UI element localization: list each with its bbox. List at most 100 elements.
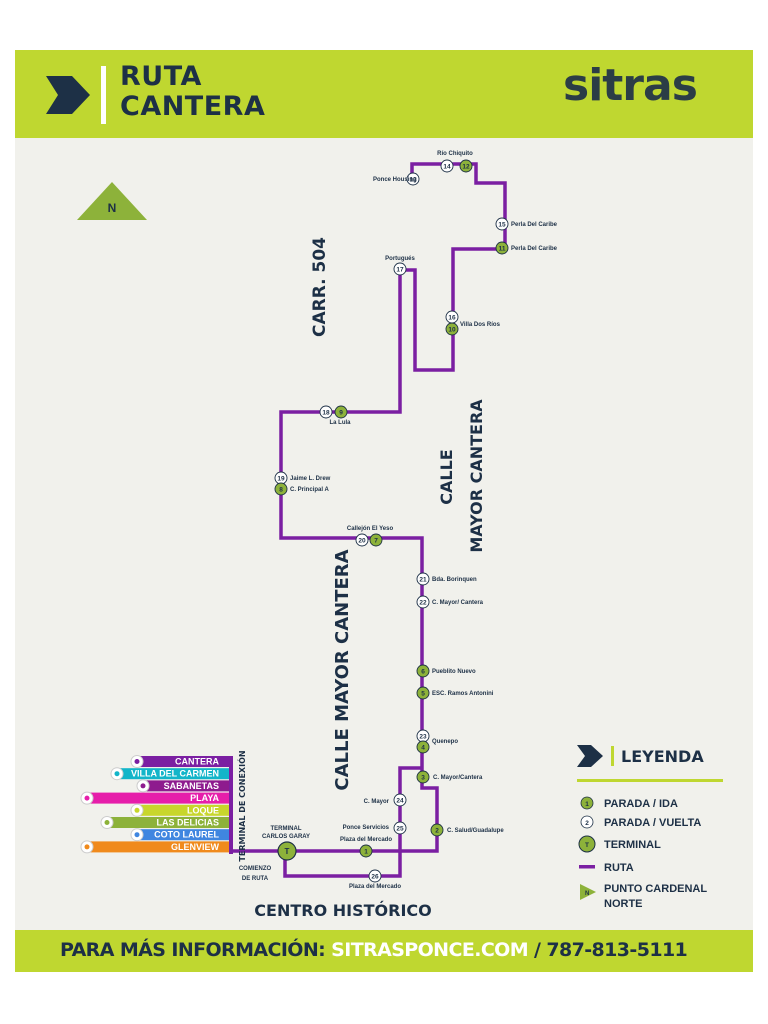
connection-route-bar[interactable] xyxy=(140,829,229,841)
stop-number-20: 20 xyxy=(358,537,366,544)
street-calle-mayor-left: CALLE MAYOR CANTERA xyxy=(332,549,353,790)
stop-label-13: Ponce Housing xyxy=(373,177,417,183)
stop-marker-24[interactable] xyxy=(393,793,407,807)
route-title-line2: CANTERA xyxy=(120,91,266,122)
stop-marker-6[interactable] xyxy=(416,664,430,678)
legend-underline xyxy=(577,779,723,782)
legend-north-label-1: PUNTO CARDENAL xyxy=(604,883,707,895)
connection-route-dot-inner xyxy=(140,783,146,789)
stop-number-21: 21 xyxy=(419,576,427,583)
stop-label-22: C. Mayor/ Cantera xyxy=(432,600,484,606)
stop-marker-13[interactable] xyxy=(406,172,420,186)
connection-route-name: LAS DELICIAS xyxy=(156,818,219,828)
stop-marker-14[interactable] xyxy=(440,159,454,173)
connection-route-dot-inner xyxy=(134,759,140,764)
stop-marker-22[interactable] xyxy=(416,595,430,609)
stop-label-19: Jaime L. Drew xyxy=(290,476,331,482)
terminal-conexion-label: TERMINAL DE CONEXIÓN xyxy=(236,750,247,861)
stop-number-26: 26 xyxy=(371,873,379,880)
stop-number-19: 19 xyxy=(277,475,285,482)
connection-route-name: CANTERA xyxy=(175,757,219,767)
stop-label-21: Bda. Borinquen xyxy=(432,577,477,583)
street-calle-mayor-top-2: MAYOR CANTERA xyxy=(467,399,486,553)
connection-route-bar[interactable] xyxy=(110,817,229,828)
legend-terminal-symbol: T xyxy=(585,842,589,849)
stop-number-22: 22 xyxy=(419,599,427,606)
stop-number-1: 1 xyxy=(364,848,368,855)
route-title-line1: RUTA xyxy=(120,61,202,92)
stop-marker-20[interactable] xyxy=(355,533,369,547)
connection-route-bar[interactable] xyxy=(140,756,229,767)
footer-phone[interactable]: 787-813-5111 xyxy=(546,939,688,961)
stop-marker-17[interactable] xyxy=(393,262,407,276)
stop-label-9: La Lula xyxy=(329,420,351,426)
stop-marker-26[interactable] xyxy=(368,869,382,883)
stop-label-15: Perla Del Caribe xyxy=(511,222,558,228)
centro-historico-label: CENTRO HISTÓRICO xyxy=(254,901,431,920)
connection-bar xyxy=(229,756,233,854)
legend-ida-label: PARADA / IDA xyxy=(604,798,678,810)
stop-marker-3[interactable] xyxy=(416,770,430,784)
stop-marker-15[interactable] xyxy=(495,217,509,231)
route-line xyxy=(279,162,507,853)
footer-website-link[interactable]: SITRASPONCE.COM xyxy=(331,939,529,961)
stop-label-6: Pueblito Nuevo xyxy=(432,669,476,675)
stop-number-14: 14 xyxy=(443,163,451,170)
stop-label-1: Plaza del Mercado xyxy=(340,837,392,843)
connection-route-dot-inner xyxy=(134,832,140,838)
legend-ida-symbol: 1 xyxy=(585,801,589,808)
legend: LEYENDA 1 PARADA / IDA 2 PARADA / VUELTA… xyxy=(577,745,723,910)
stop-label-8: C. Principal A xyxy=(290,487,329,493)
connection-route-bar[interactable] xyxy=(90,841,229,853)
stop-number-9: 9 xyxy=(339,409,343,416)
connection-route-bar[interactable] xyxy=(140,804,229,816)
connection-route-bar[interactable] xyxy=(120,768,229,780)
footer-info: PARA MÁS INFORMACIÓN: SITRASPONCE.COM / … xyxy=(60,936,688,964)
footer-bar xyxy=(15,930,753,972)
stop-marker-9[interactable] xyxy=(334,405,348,419)
stop-number-6: 6 xyxy=(421,668,425,675)
connection-route-dot-inner xyxy=(104,820,110,825)
terminal-label-1: TERMINAL xyxy=(271,826,302,832)
stop-marker-4[interactable] xyxy=(416,740,430,754)
stop-number-4: 4 xyxy=(421,744,425,751)
stop-marker-10[interactable] xyxy=(445,322,459,336)
stop-marker-25[interactable] xyxy=(393,821,407,835)
stop-label-23: Quenepo xyxy=(432,739,458,745)
stop-marker-18[interactable] xyxy=(319,405,333,419)
start-label-1: COMIENZO xyxy=(239,866,272,872)
stop-number-12: 12 xyxy=(462,163,470,170)
connection-route-dot-inner xyxy=(84,795,90,801)
stop-number-13: 13 xyxy=(409,176,417,183)
stop-marker-1[interactable] xyxy=(359,844,373,858)
stop-marker-7[interactable] xyxy=(369,533,383,547)
stop-marker-5[interactable] xyxy=(416,686,430,700)
stop-marker-11[interactable] xyxy=(495,241,509,255)
stop-label-16: Villa Dos Ríos xyxy=(460,322,501,328)
legend-vuelta-label: PARADA / VUELTA xyxy=(604,817,701,829)
connection-route-name: COTO LAUREL xyxy=(154,830,219,840)
stop-number-24: 24 xyxy=(396,797,404,804)
legend-north-icon xyxy=(580,884,596,900)
connection-route-bar[interactable] xyxy=(90,792,229,804)
connection-route-bar[interactable] xyxy=(146,780,229,792)
stop-label-20: Callejón El Yeso xyxy=(347,526,394,532)
terminal-marker[interactable] xyxy=(277,841,297,861)
stop-number-10: 10 xyxy=(448,326,456,333)
route-arrow-icon xyxy=(46,76,90,114)
legend-vuelta-symbol: 2 xyxy=(585,820,589,827)
footer-separator: / xyxy=(534,939,541,961)
stop-marker-21[interactable] xyxy=(416,572,430,586)
connection-route-dot-inner xyxy=(114,771,120,777)
header-bar xyxy=(15,50,753,138)
stop-marker-12[interactable] xyxy=(459,159,473,173)
connection-route-name: VILLA DEL CARMEN xyxy=(131,769,219,779)
legend-north-label-2: NORTE xyxy=(604,898,643,910)
stop-marker-2[interactable] xyxy=(430,823,444,837)
stop-number-11: 11 xyxy=(499,245,506,252)
street-carr504: CARR. 504 xyxy=(310,237,330,337)
legend-bar xyxy=(611,746,614,766)
stop-marker-8[interactable] xyxy=(274,482,288,496)
